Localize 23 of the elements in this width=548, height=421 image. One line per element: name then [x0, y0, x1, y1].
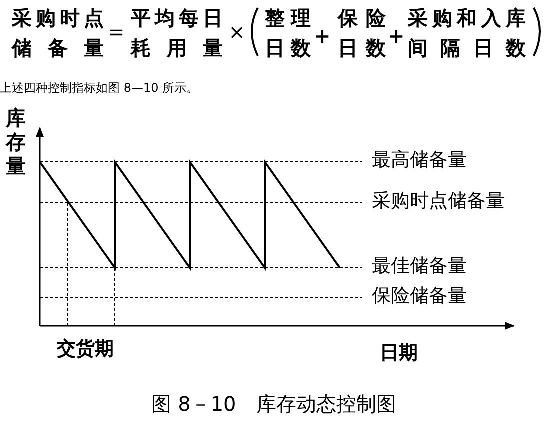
level-label: 保险储备量 — [372, 287, 467, 306]
formula-term: 采购时点 — [12, 8, 104, 28]
y-axis-label: 库存量 — [6, 106, 27, 178]
formula-term: 间隔日数 — [408, 38, 526, 58]
level-label: 最佳储备量 — [372, 257, 467, 276]
formula-term: 整理 — [265, 8, 311, 28]
formula-term: 日数 — [338, 38, 386, 58]
formula-term: 采购和入库 — [408, 8, 526, 28]
formula-term: 保险 — [338, 8, 386, 28]
level-label: 最高储备量 — [372, 151, 467, 170]
plus-sign: + — [388, 26, 404, 46]
plus-sign: + — [314, 26, 330, 46]
formula-term: 耗用量 — [131, 38, 223, 58]
level-label: 采购时点储备量 — [372, 192, 505, 211]
times-sign: × — [228, 22, 246, 42]
note-text: 上述四种控制指标如图 8—10 所示。 — [0, 82, 199, 94]
formula-term: 储备量 — [12, 38, 104, 58]
figure-caption: 图 8－10 库存动态控制图 — [150, 394, 398, 414]
formula-term: 日数 — [265, 38, 311, 58]
formula-term: 平均每日 — [131, 8, 223, 28]
equals-sign: = — [108, 22, 124, 42]
x-axis-label: 日期 — [380, 344, 418, 363]
x-axis-marker-label: 交货期 — [57, 340, 114, 359]
